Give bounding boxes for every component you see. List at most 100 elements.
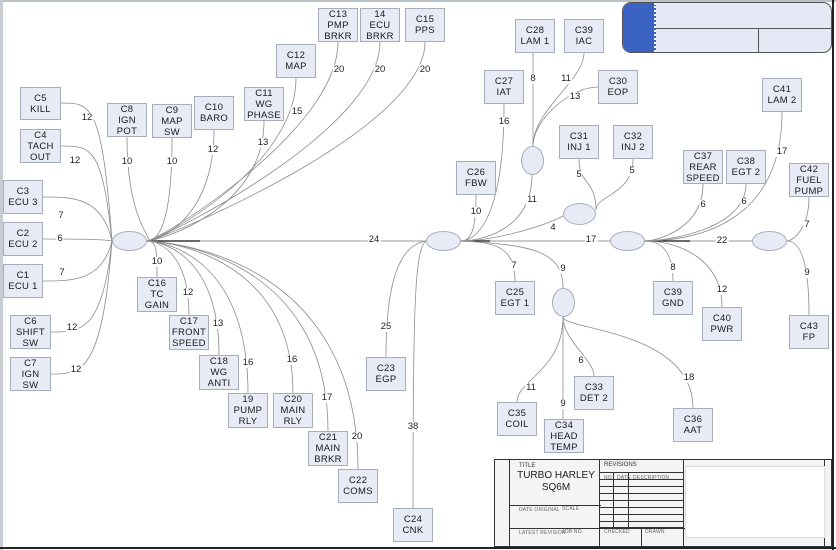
connector-c13[interactable]: C13 PMP BRKR — [318, 8, 358, 42]
wire-length-c20: 16 — [285, 354, 299, 365]
wire-length-c30: 13 — [568, 91, 582, 102]
splice-node-g[interactable] — [610, 231, 645, 251]
splice-node-f[interactable] — [552, 288, 575, 317]
connector-c38[interactable]: C38 EGT 2 — [726, 150, 766, 184]
splice-node-h[interactable] — [752, 231, 787, 251]
connector-c9[interactable]: C9 MAP SW — [152, 104, 192, 138]
revision-grid-line — [600, 521, 684, 522]
connector-c35[interactable]: C35 COIL — [497, 402, 537, 436]
rev-col-date: DATE — [617, 475, 631, 481]
connector-c6[interactable]: C6 SHIFT SW — [10, 315, 51, 349]
wire-c27 — [460, 103, 505, 242]
title-block-fields: SCALE JOB NO. REVISIONS NO. DATE DESCRIP… — [512, 459, 684, 547]
revision-grid-line — [600, 486, 684, 487]
connector-c24[interactable]: C24 CNK — [393, 508, 433, 542]
wire-length-b-to-f: 9 — [559, 263, 567, 274]
wire-length-c39-gnd: 8 — [669, 262, 677, 273]
title-block-divider — [509, 528, 685, 529]
wire-length-b-to-d: 11 — [526, 194, 538, 205]
frame-left-border — [0, 0, 3, 550]
connector-c30[interactable]: C30 EOP — [598, 70, 638, 104]
frame-top-border — [0, 0, 836, 2]
connector-c4[interactable]: C4 TACH OUT — [20, 129, 61, 163]
wire-c43 — [786, 240, 810, 316]
revision-grid-line — [641, 527, 642, 547]
revision-grid-line — [600, 527, 684, 528]
wire-14 — [146, 41, 381, 242]
connector-14[interactable]: 14 ECU BRKR — [360, 8, 400, 42]
wire-length-c34: 9 — [559, 398, 567, 409]
wire-c42 — [786, 196, 810, 242]
splice-node-e[interactable] — [563, 203, 596, 225]
connector-c17[interactable]: C17 FRONT SPEED — [169, 315, 209, 350]
connector-c31[interactable]: C31 INJ 1 — [559, 125, 599, 159]
connector-c32[interactable]: C32 INJ 2 — [613, 125, 653, 159]
header-divider — [656, 28, 831, 29]
wire-b-e — [460, 215, 564, 242]
wire-length-c2: 6 — [56, 233, 64, 244]
wire-c11 — [146, 120, 265, 242]
connector-c8[interactable]: C8 IGN POT — [107, 103, 147, 137]
wire-length-trunk-g-h: 22 — [715, 235, 729, 246]
connector-c33[interactable]: C33 DET 2 — [574, 376, 614, 410]
wire-c7 — [50, 240, 113, 375]
connector-c15[interactable]: C15 PPS — [405, 8, 445, 42]
connector-c41[interactable]: C41 LAM 2 — [762, 78, 802, 112]
connector-c42[interactable]: C42 FUEL PUMP — [789, 163, 829, 197]
connector-c7[interactable]: C7 IGN SW — [10, 357, 51, 391]
wire-length-c40: 12 — [715, 284, 729, 295]
wire-c22 — [146, 240, 359, 470]
title-block-divider — [683, 460, 684, 546]
job-no-label: JOB NO. — [562, 529, 584, 535]
connector-c16[interactable]: C16 TC GAIN — [137, 277, 177, 312]
connector-19[interactable]: 19 PUMP RLY — [228, 393, 268, 428]
connector-c34[interactable]: C34 HEAD TEMP — [544, 419, 584, 453]
wire-c24 — [412, 240, 427, 509]
connector-c1[interactable]: C1 ECU 1 — [3, 264, 43, 298]
connector-c23[interactable]: C23 EGP — [366, 357, 406, 391]
connector-c11[interactable]: C11 WG PHASE — [244, 87, 284, 121]
connector-c40[interactable]: C40 PWR — [702, 307, 742, 341]
connector-c12[interactable]: C12 MAP — [276, 44, 316, 78]
connector-c21[interactable]: C21 MAIN BRKR — [308, 431, 348, 466]
connector-c18[interactable]: C18 WG ANTI — [199, 355, 239, 390]
wire-length-c13: 20 — [332, 64, 346, 75]
wire-c2 — [42, 238, 113, 242]
wire-c1 — [42, 240, 113, 282]
wire-length-c32: 5 — [628, 165, 636, 176]
connector-c27[interactable]: C27 IAT — [484, 70, 524, 104]
connector-c37[interactable]: C37 REAR SPEED — [683, 150, 723, 184]
scale-label: SCALE — [562, 506, 580, 512]
wire-c9 — [146, 137, 173, 242]
revision-grid-line — [600, 493, 684, 494]
splice-node-a[interactable] — [112, 231, 147, 251]
wire-c23 — [385, 240, 427, 358]
revision-grid-line — [628, 472, 629, 527]
wire-length-c35: 11 — [525, 382, 537, 393]
connector-c39-iac[interactable]: C39 IAC — [564, 19, 604, 53]
splice-node-b[interactable] — [426, 231, 461, 251]
wire-length-c5: 12 — [80, 112, 94, 123]
connector-c28[interactable]: C28 LAM 1 — [515, 19, 555, 53]
wire-length-c9: 10 — [165, 156, 179, 167]
connector-c39-gnd[interactable]: C39 GND — [653, 281, 693, 315]
connector-c10[interactable]: C10 BARO — [194, 96, 234, 130]
frame-bottom-border — [0, 547, 836, 549]
splice-node-d[interactable] — [521, 146, 544, 175]
connector-c43[interactable]: C43 FP — [789, 315, 829, 349]
wire-length-c25: 7 — [510, 260, 518, 271]
rev-col-description: DESCRIPTION — [633, 475, 670, 481]
connector-c36[interactable]: C36 AAT — [673, 408, 713, 442]
wire-length-19: 16 — [241, 357, 255, 368]
connector-c2[interactable]: C2 ECU 2 — [3, 222, 43, 256]
frame-right-border — [832, 0, 834, 550]
revision-grid-line — [600, 472, 684, 473]
connector-c25[interactable]: C25 EGT 1 — [495, 281, 535, 315]
connector-c26[interactable]: C26 FBW — [456, 161, 496, 195]
connector-c20[interactable]: C20 MAIN RLY — [273, 393, 313, 428]
connector-c5[interactable]: C5 KILL — [20, 87, 61, 120]
revision-grid-line — [613, 472, 614, 527]
connector-c3[interactable]: C3 ECU 3 — [3, 180, 43, 214]
wire-length-c37: 6 — [699, 199, 707, 210]
connector-c22[interactable]: C22 COMS — [338, 469, 378, 503]
